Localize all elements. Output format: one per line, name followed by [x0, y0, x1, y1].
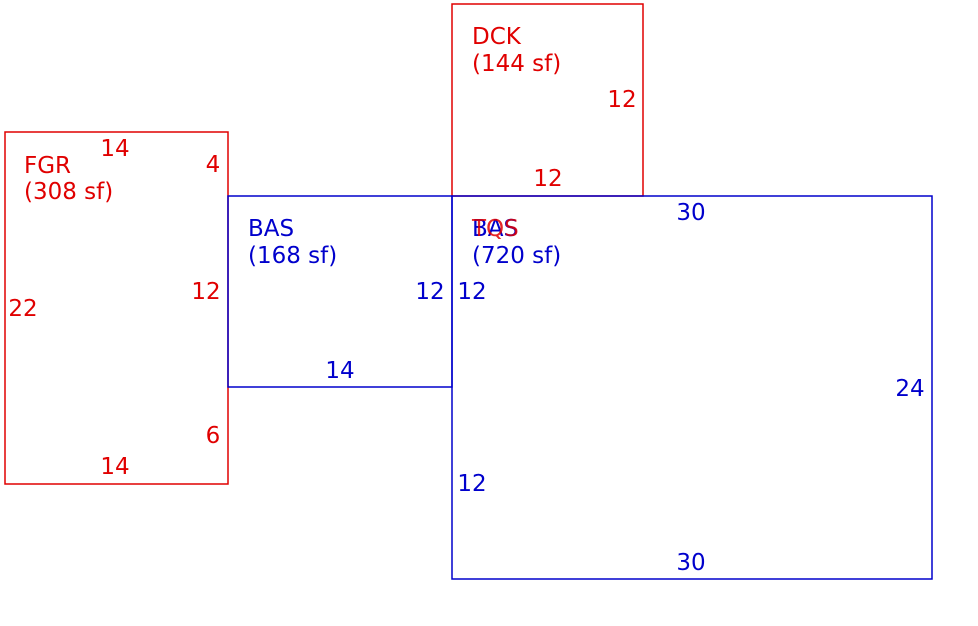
fgr-dim-bottom: 14 [100, 454, 129, 480]
fgr-area-label: (308 sf) [24, 179, 113, 205]
bas-small-dim-right: 12 [415, 279, 444, 305]
bas-main-area-label: (720 sf) [472, 243, 561, 269]
dck-code-label: DCK [472, 24, 522, 50]
dck-dim-bottom: 12 [533, 166, 562, 192]
bas-main-outline [451, 195, 933, 580]
bas-main-dim-bottom: 30 [676, 550, 705, 576]
fgr-dim-left: 22 [8, 296, 37, 322]
bas-small-area-label: (168 sf) [248, 243, 337, 269]
bas-main-dim-top: 30 [676, 200, 705, 226]
bas-main-dim-left-lower: 12 [457, 471, 486, 497]
fgr-dim-top: 14 [100, 136, 129, 162]
fgr-dim-right-middle: 12 [191, 279, 220, 305]
fgr-dim-right-upper: 4 [206, 152, 221, 178]
bas-small-dim-bottom: 14 [325, 358, 354, 384]
dck-area-label: (144 sf) [472, 51, 561, 77]
fgr-code-label: FGR [24, 153, 71, 179]
overlap-code-label: TQS [471, 216, 519, 242]
dck-dim-right: 12 [607, 87, 636, 113]
bas-main-dim-right: 24 [895, 376, 924, 402]
bas-main-code-label: BAS [472, 216, 518, 242]
fgr-dim-right-lower: 6 [206, 423, 221, 449]
bas-small-code-label: BAS [248, 216, 294, 242]
bas-main-dim-left-upper: 12 [457, 279, 486, 305]
